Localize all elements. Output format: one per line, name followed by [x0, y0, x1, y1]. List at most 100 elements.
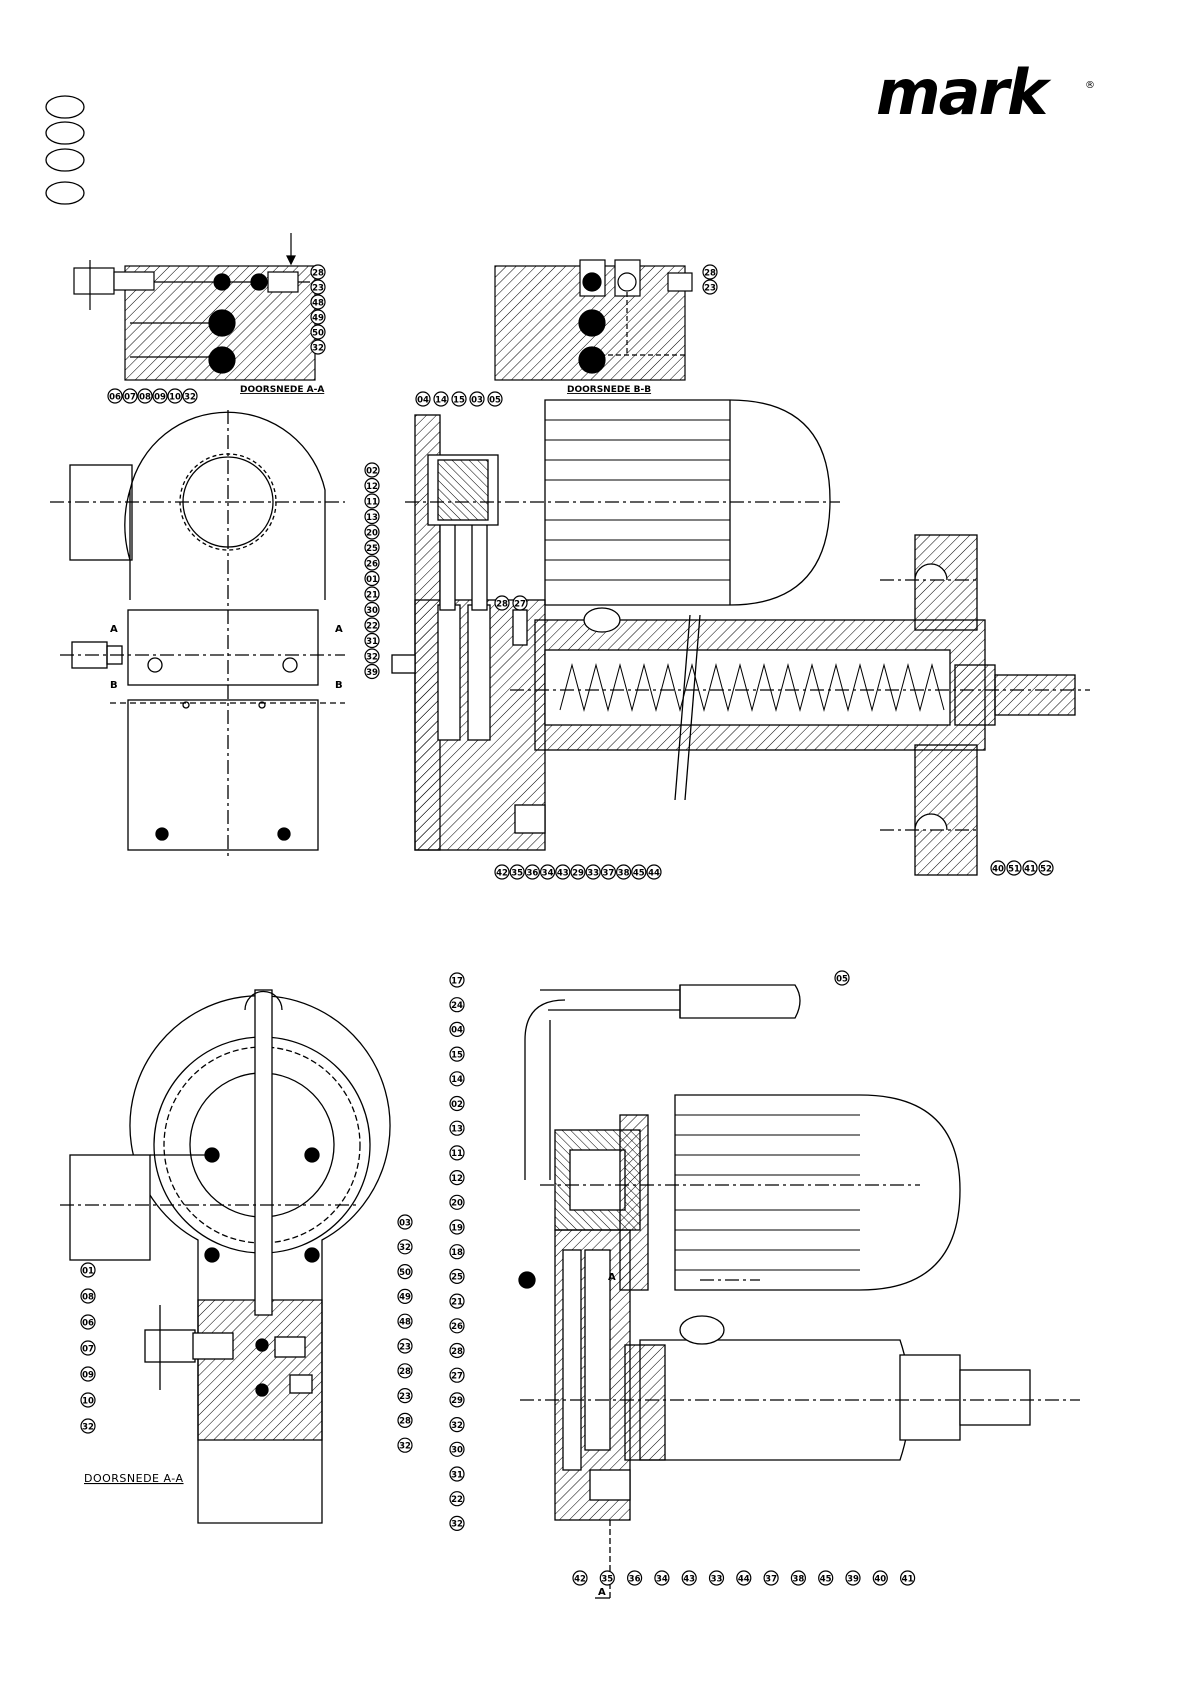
callout-circle: [1006, 860, 1022, 876]
callout-number: 38: [792, 1574, 804, 1584]
callout-lower-right-left-6: 13: [449, 1120, 465, 1136]
callout-circle: [631, 864, 647, 880]
callout-number: 13: [366, 513, 378, 523]
callout-circle: [449, 1367, 465, 1383]
callout-lower-left-right-1: 32: [397, 1239, 413, 1255]
callout-circle: [397, 1412, 413, 1429]
callout-number: 30: [451, 1446, 463, 1456]
callout-circle: [449, 1441, 465, 1457]
callout-lower-left-left-4: 09: [80, 1366, 96, 1382]
callout-side-bottom-8: 38: [615, 864, 632, 880]
callout-number: 43: [557, 868, 569, 878]
callout-circle: [415, 391, 431, 407]
callout-lower-right-left-9: 20: [449, 1194, 465, 1210]
callout-number: 49: [399, 1293, 411, 1303]
callout-number: 20: [366, 528, 378, 538]
callout-number: 11: [451, 1149, 463, 1159]
callout-aa-top-right-2: 48: [310, 294, 326, 310]
callout-circle: [397, 1387, 413, 1404]
callout-number: 37: [602, 868, 614, 878]
callout-circle: [397, 1263, 413, 1280]
callout-side-left-7: 01: [364, 570, 380, 587]
callout-lower-right-left-21: 22: [449, 1491, 465, 1507]
callout-lower-right-left-13: 21: [449, 1293, 465, 1309]
callout-side-top-4: 05: [487, 391, 503, 407]
callout-circle: [364, 570, 380, 587]
callout-aa-top-bottom-3: 09: [152, 388, 168, 404]
callout-number: 27: [514, 599, 526, 609]
callout-lower-right-bottom-6: 44: [736, 1570, 752, 1586]
marker-a-left: A: [110, 624, 118, 635]
callout-number: 33: [587, 868, 599, 878]
callout-number: 09: [82, 1370, 94, 1380]
callout-side-left-1: 12: [364, 477, 380, 494]
callout-lower-right-left-18: 32: [449, 1416, 465, 1433]
callout-circle: [397, 1313, 413, 1329]
callout-number: 15: [453, 395, 465, 405]
callout-circle: [364, 632, 380, 649]
callout-lower-left-left-5: 10: [80, 1392, 96, 1408]
callout-number: 41: [1024, 864, 1036, 874]
callout-side-left-3: 13: [364, 508, 380, 525]
callout-side-left-11: 31: [364, 632, 380, 649]
callout-lower-right-left-20: 31: [449, 1466, 465, 1482]
callout-lower-right-bottom-2: 36: [626, 1570, 643, 1586]
callout-lower-right-bottom-10: 39: [845, 1570, 861, 1586]
callout-number: 28: [312, 268, 324, 278]
callout-number: 12: [366, 482, 378, 492]
callout-lower-left-left-0: 01: [80, 1262, 96, 1278]
callout-circle: [167, 388, 183, 404]
callout-circle: [310, 264, 326, 280]
callout-circle: [790, 1570, 807, 1586]
callout-number: 36: [629, 1574, 641, 1584]
brand-logo: mark ®: [876, 56, 1095, 129]
callout-number: 06: [82, 1318, 94, 1328]
callout-number: 29: [451, 1396, 463, 1406]
callout-circle: [449, 1268, 465, 1285]
callout-lower-right-bottom-9: 45: [818, 1570, 834, 1586]
callout-number: 51: [1008, 864, 1020, 874]
callout-circle: [509, 864, 525, 880]
callout-bb-top-right-0: 28: [702, 264, 718, 280]
callout-aa-top-bottom-5: 32: [182, 388, 198, 404]
callout-circle: [449, 997, 465, 1013]
callout-number: 19: [451, 1223, 463, 1233]
section-bb-top: [494, 259, 693, 381]
callout-circle: [364, 508, 380, 525]
callout-aa-top-bottom-1: 07: [122, 388, 138, 404]
callout-aa-top-right-5: 32: [310, 339, 326, 355]
callout-circle: [449, 1342, 465, 1359]
callout-number: 32: [184, 392, 196, 402]
callout-side-bottom-6: 33: [585, 864, 601, 880]
callout-number: 03: [399, 1218, 411, 1228]
callout-number: 32: [399, 1243, 411, 1253]
callout-circle: [899, 1570, 916, 1586]
callout-number: 42: [496, 868, 508, 878]
callout-side-bottom-9: 45: [631, 864, 647, 880]
front-view-top: [50, 410, 345, 860]
callout-number: 36: [526, 868, 538, 878]
callout-number: 31: [451, 1470, 463, 1480]
callout-circle: [626, 1570, 643, 1586]
callout-circle: [80, 1340, 96, 1356]
callout-number: 38: [618, 868, 630, 878]
callout-circle: [512, 595, 528, 611]
callout-circle: [487, 391, 503, 407]
callout-side-bottom-10: 44: [646, 864, 662, 880]
callout-number: 41: [902, 1574, 914, 1584]
callout-number: 03: [471, 395, 483, 405]
callout-number: 07: [82, 1344, 94, 1354]
callout-lower-left-left-2: 06: [80, 1314, 96, 1330]
callout-side-left-0: 02: [364, 462, 380, 478]
callout-number: 45: [820, 1574, 832, 1584]
callout-circle: [599, 1570, 615, 1586]
callout-circle: [449, 1392, 465, 1408]
callout-circle: [433, 391, 449, 407]
callout-lower-left-left-6: 32: [80, 1418, 96, 1434]
callout-circle: [310, 309, 326, 325]
callout-lower-right-bottom-7: 37: [763, 1570, 779, 1586]
callout-lower-right-bottom-5: 33: [708, 1570, 725, 1586]
callout-circle: [990, 860, 1006, 876]
callout-circle: [449, 1416, 465, 1433]
section-aa-bottom: [60, 989, 391, 1524]
